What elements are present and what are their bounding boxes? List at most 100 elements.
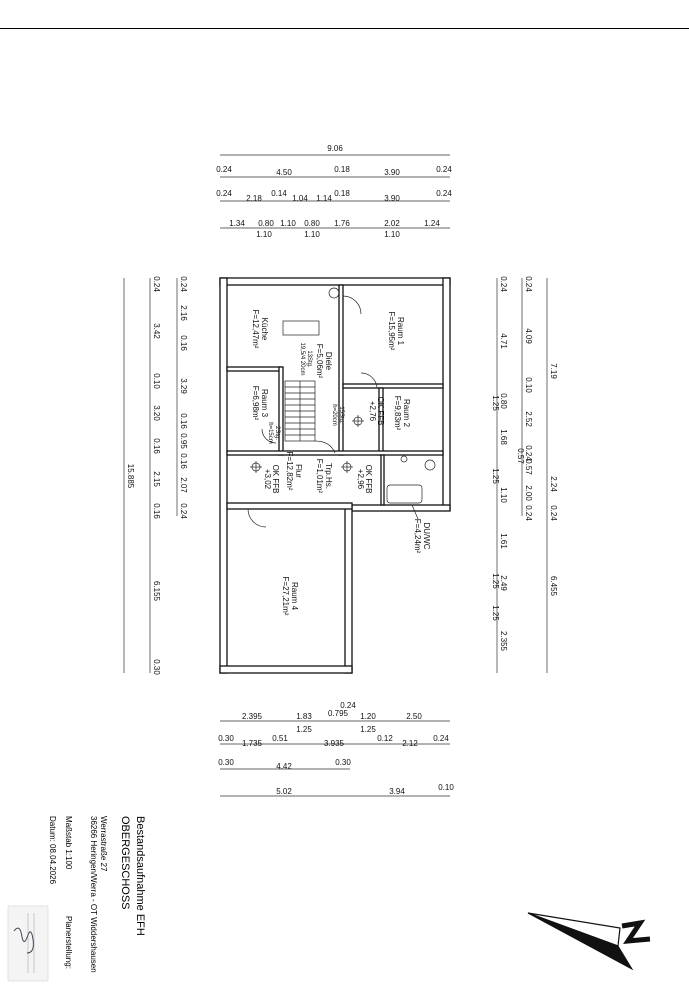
dim-label: 2.395 xyxy=(242,712,263,721)
dim-label: 0.18 xyxy=(334,189,350,198)
dim-label: 2.12 xyxy=(402,739,418,748)
toilet xyxy=(424,459,436,471)
dim-label: 0.14 xyxy=(271,189,287,198)
dim-label: 0.80 xyxy=(499,393,508,409)
dim-label: 1.68 xyxy=(499,429,508,445)
okffb-label: OK FFB xyxy=(376,397,385,426)
scale: Maßstab 1:100 xyxy=(64,816,73,870)
dim-label: 3.29 xyxy=(179,378,188,394)
dim-label: 2.07 xyxy=(179,477,188,493)
title-block: Bestandsaufnahme EFH OBERGESCHOSS Werras… xyxy=(7,816,146,982)
okffb-label: OK FFB xyxy=(271,465,280,494)
dim-label: 0.80 xyxy=(258,219,274,228)
dim-label: 0.24 xyxy=(216,189,232,198)
washbasin xyxy=(400,455,408,463)
room-name-raum4: Raum 4 xyxy=(290,582,299,611)
dim-label: 1.76 xyxy=(334,219,350,228)
dim-label: 0.12 xyxy=(377,734,393,743)
dim-label: 1.10 xyxy=(384,230,400,239)
dim-label: 0.24 xyxy=(179,276,188,292)
dim-label: 0.30 xyxy=(152,659,161,675)
dim-label: 4.71 xyxy=(499,333,508,349)
dim-label: 0.795 xyxy=(328,709,349,718)
dim-label: 2.24 xyxy=(549,476,558,492)
dim-label: 4.42 xyxy=(276,762,292,771)
dim-label: 1.10 xyxy=(256,230,272,239)
dim-label: 3.935 xyxy=(324,739,345,748)
dim-label: 0.57 xyxy=(524,459,533,475)
dim-label: 1.14 xyxy=(316,194,332,203)
dim-left-overall: 15.885 xyxy=(126,464,135,489)
title: Bestandsaufnahme EFH xyxy=(134,816,146,936)
dim-label: 0.24 xyxy=(179,503,188,519)
dim-label: 0.24 xyxy=(499,276,508,292)
level-marker xyxy=(250,461,262,473)
door-swing xyxy=(261,428,277,444)
okffb-value: +2,96 xyxy=(356,469,365,490)
dim-label: 1.25 xyxy=(491,395,500,411)
dim-label: 1.25 xyxy=(491,573,500,589)
dim-label: 0.51 xyxy=(272,734,288,743)
north-arrow-icon xyxy=(527,912,651,971)
room-area-raum2: F=9,83m² xyxy=(393,396,402,431)
dim-label: 1.25 xyxy=(491,605,500,621)
dim-label: 0.16 xyxy=(179,453,188,469)
left-dimensions: 15.885 0.24 3.42 0.10 3.20 0.16 2.15 0.1… xyxy=(123,276,188,675)
dim-label: 0.18 xyxy=(334,165,350,174)
okffb-label: OK FFB xyxy=(364,465,373,494)
dim-label: 0.24 xyxy=(216,165,232,174)
room-area-trp: F=1,01m² xyxy=(315,459,324,494)
dim-label: 1.61 xyxy=(499,533,508,549)
dim-label: 0.24 xyxy=(340,701,356,710)
level-marker xyxy=(341,461,353,473)
signature-stamp-icon xyxy=(7,905,49,982)
dim-label: 3.20 xyxy=(152,405,161,421)
dim-label: 1.34 xyxy=(229,219,245,228)
room-area-diele: F=5,06m² xyxy=(315,344,324,379)
dim-label: 1.25 xyxy=(491,468,500,484)
planner-label: Planerstellung: xyxy=(64,916,73,969)
chimney-marker xyxy=(328,287,340,299)
floor-title: OBERGESCHOSS xyxy=(119,816,131,910)
dim-label: 5.02 xyxy=(276,787,292,796)
room-area-kueche: F=12,47m² xyxy=(251,310,260,349)
dim-label: 0.24 xyxy=(524,505,533,521)
street: Werrastraße 27 xyxy=(99,816,108,872)
dim-label: 6.155 xyxy=(152,581,161,602)
stair-note: h=20cm xyxy=(331,404,337,426)
dim-top-overall: 9.06 xyxy=(327,144,343,153)
door-swing xyxy=(360,372,378,389)
stair-note: 13Stg. xyxy=(306,350,312,368)
room-area-raum4: F=27,21m² xyxy=(281,577,290,616)
door-swing xyxy=(342,295,362,315)
doors-and-fixtures xyxy=(247,287,436,528)
dim-label: 3.90 xyxy=(384,194,400,203)
room-area-raum3: F=6,98m² xyxy=(251,386,260,421)
dim-label: 0.10 xyxy=(438,783,454,792)
bottom-dimensions: 0.24 2.395 1.83 0.795 1.20 2.50 1.25 1.2… xyxy=(218,701,454,797)
door-swing xyxy=(247,508,267,528)
dim-label: 0.24 xyxy=(549,505,558,521)
dim-label: 0.24 xyxy=(524,276,533,292)
dim-label: 2.52 xyxy=(524,411,533,427)
dim-right-overall-a: 7.19 xyxy=(549,363,558,379)
level-marker xyxy=(352,415,364,427)
dim-label: 2.50 xyxy=(406,712,422,721)
dim-label: 0.24 xyxy=(433,734,449,743)
dim-label: 0.30 xyxy=(335,758,351,767)
plan-sheet: 9.06 0.24 4.50 0.18 3.90 0.24 0.24 2.18 … xyxy=(0,28,689,1001)
dim-label: 1.83 xyxy=(296,712,312,721)
dim-label: 1.10 xyxy=(499,487,508,503)
room-area-raum1: F=15,95m² xyxy=(387,312,396,351)
dim-label: 2.18 xyxy=(246,194,262,203)
dim-label: 1.10 xyxy=(304,230,320,239)
walls xyxy=(219,277,451,674)
dim-label: 0.95 xyxy=(179,433,188,449)
dim-label: 3.42 xyxy=(152,323,161,339)
dim-label: 0.80 xyxy=(304,219,320,228)
dim-label: 1.04 xyxy=(292,194,308,203)
dim-label: 0.30 xyxy=(218,758,234,767)
room-area-flur: F=12,82m² xyxy=(285,452,294,491)
dim-label: 4.09 xyxy=(524,328,533,344)
stair-note: 19,5/4 20cm xyxy=(299,342,305,375)
